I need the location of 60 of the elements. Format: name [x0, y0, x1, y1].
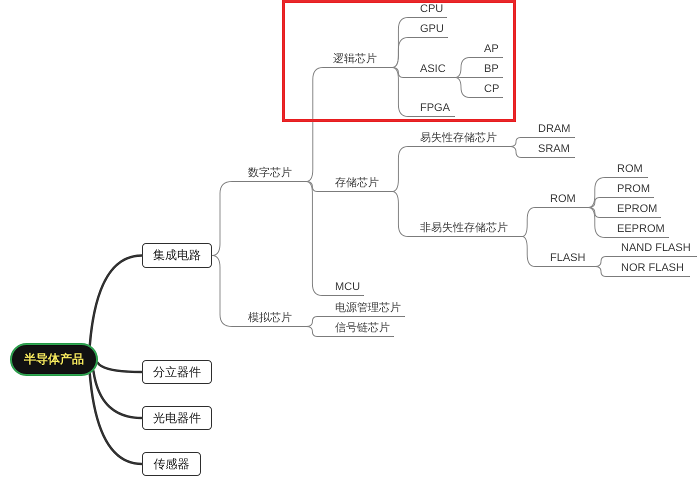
- branch-line: [454, 57, 470, 78]
- topic-box: 传感器: [142, 452, 201, 476]
- branch-line: [212, 181, 232, 256]
- branch-line: [522, 207, 536, 237]
- root-topic: 半导体产品: [10, 343, 98, 376]
- branch-line: [588, 197, 606, 208]
- branch-line: [306, 67, 324, 182]
- branch-line: [588, 177, 606, 208]
- topic-box: 光电器件: [142, 406, 212, 430]
- branch-line: [306, 326, 322, 337]
- topic-label: 非易失性存储芯片: [408, 222, 522, 237]
- branch-line: [88, 254, 144, 346]
- branch-line: [392, 146, 408, 192]
- topic-label: 电源管理芯片: [322, 302, 405, 317]
- topic-label: EPROM: [605, 203, 662, 218]
- topic-label: 易失性存储芯片: [408, 132, 510, 147]
- topic-label: CPU: [408, 3, 448, 18]
- topic-label: SRAM: [525, 143, 575, 158]
- branch-line: [510, 146, 526, 158]
- branch-line: [88, 372, 144, 466]
- branch-line: [392, 191, 408, 237]
- topic-label: NAND FLASH: [610, 242, 697, 257]
- topic-label: FPGA: [408, 102, 455, 117]
- topic-label: MCU: [322, 281, 364, 296]
- branch-line: [96, 362, 144, 374]
- topic-label: CP: [470, 83, 504, 98]
- branch-line: [594, 256, 610, 267]
- topic-label: DRAM: [525, 123, 575, 138]
- branch-line: [588, 207, 606, 238]
- branch-line: [522, 236, 536, 267]
- topic-label: GPU: [408, 23, 448, 38]
- topic-label: ROM: [605, 163, 648, 178]
- branch-line: [392, 67, 408, 78]
- branch-line: [588, 207, 606, 218]
- branch-line: [454, 77, 470, 78]
- branch-line: [306, 181, 322, 296]
- branch-line: [92, 370, 144, 420]
- topic-label: 模拟芯片: [232, 312, 306, 327]
- topic-label: 信号链芯片: [322, 322, 394, 337]
- branch-line: [392, 37, 408, 68]
- topic-label: 存储芯片: [322, 177, 392, 192]
- branch-line: [510, 137, 526, 147]
- branch-line: [594, 266, 610, 277]
- branch-line: [306, 181, 322, 192]
- topic-label: FLASH: [535, 252, 595, 267]
- topic-box: 集成电路: [142, 243, 212, 268]
- topic-label: ASIC: [408, 63, 455, 78]
- branch-line: [306, 316, 322, 327]
- topic-box: 分立器件: [142, 360, 212, 384]
- topic-label: AP: [470, 43, 503, 58]
- topic-label: ROM: [535, 193, 588, 208]
- topic-label: 数字芯片: [232, 167, 306, 182]
- topic-label: NOR FLASH: [610, 262, 690, 277]
- topic-label: EEPROM: [605, 223, 669, 238]
- topic-label: PROM: [605, 183, 654, 198]
- topic-label: 逻辑芯片: [323, 53, 392, 68]
- branch-line: [454, 77, 470, 98]
- highlight-frame: [282, 0, 516, 122]
- topic-label: BP: [470, 63, 503, 78]
- branch-line: [212, 255, 232, 327]
